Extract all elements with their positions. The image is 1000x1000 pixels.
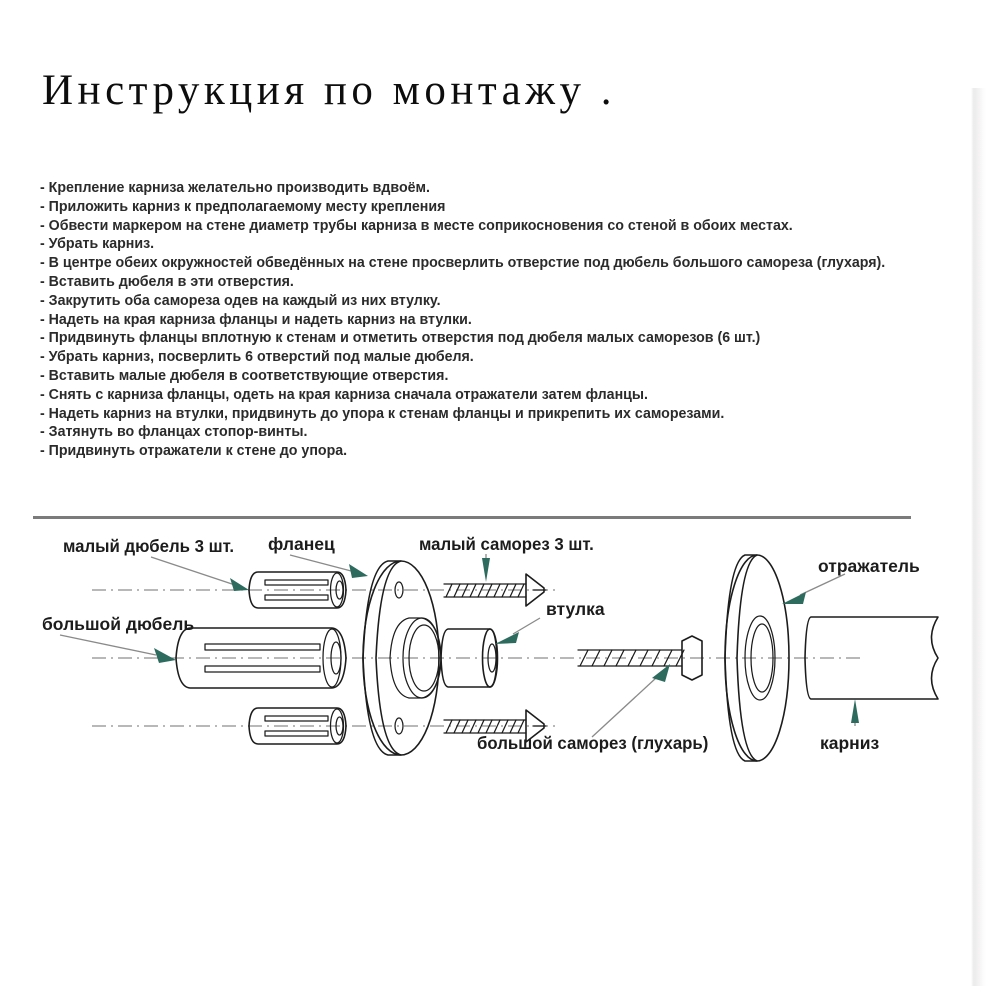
instruction-item: - Вставить малые дюбеля в соответствующи…	[40, 366, 449, 384]
instruction-item: - Закрутить оба самореза одев на каждый …	[40, 291, 441, 309]
assembly-diagram: малый дюбель 3 шт. фланец малый саморез …	[0, 510, 1000, 810]
label-flange: фланец	[268, 534, 335, 554]
instruction-item: - Приложить карниз к предполагаемому мес…	[40, 197, 446, 215]
leader-reflector	[799, 573, 846, 596]
section-divider	[33, 516, 911, 519]
arrowhead-big-dowel	[154, 648, 176, 663]
instruction-item: - Снять с карниза фланцы, одеть на края …	[40, 385, 648, 403]
instruction-item: - Надеть карниз на втулки, придвинуть до…	[40, 404, 725, 422]
arrowhead-curtain-rod	[851, 699, 859, 723]
bushing	[440, 628, 499, 688]
instruction-item: - Вставить дюбеля в эти отверстия.	[40, 272, 294, 290]
instruction-item: - Убрать карниз, посверлить 6 отверстий …	[40, 348, 474, 366]
label-curtain-rod: карниз	[820, 733, 880, 753]
reflector	[724, 554, 790, 762]
label-bushing: втулка	[546, 599, 605, 619]
leader-big-screw	[591, 677, 657, 738]
arrowhead-flange	[349, 564, 368, 578]
curtain-rod	[804, 616, 939, 700]
instruction-item: - В центре обеих окружностей обведённых …	[40, 254, 886, 272]
small-screw-bottom	[443, 709, 547, 743]
big-dowel	[175, 627, 347, 689]
leader-small-dowel	[150, 556, 239, 587]
instruction-item: - Затянуть во фланцах стопор-винты.	[40, 423, 308, 441]
instruction-item: - Надеть на края карниза фланцы и надеть…	[40, 310, 472, 328]
leader-flange	[289, 554, 356, 573]
small-dowel-top	[248, 571, 347, 609]
instruction-item: - Придвинуть фланцы вплотную к стенам и …	[40, 329, 761, 347]
arrowhead-big-screw	[652, 664, 670, 682]
big-screw	[577, 635, 703, 681]
leader-big-dowel	[59, 634, 157, 656]
label-small-screw: малый саморез 3 шт.	[419, 534, 594, 554]
instruction-item: - Крепление карниза желательно производи…	[40, 179, 430, 196]
page-edge-shadow	[971, 88, 986, 986]
arrowhead-reflector	[782, 592, 806, 604]
arrowhead-small-dowel	[230, 578, 249, 591]
arrowhead-small-screw	[482, 558, 490, 582]
label-small-dowel: малый дюбель 3 шт.	[63, 536, 234, 556]
small-screw-top	[443, 573, 547, 607]
small-dowel-bottom	[248, 707, 347, 745]
instruction-item: - Убрать карниз.	[40, 235, 155, 253]
instruction-list: - Крепление карниза желательно производи…	[40, 179, 960, 461]
label-reflector: отражатель	[818, 556, 920, 576]
instruction-item: - Обвести маркером на стене диаметр труб…	[40, 216, 793, 234]
arrowhead-bushing	[495, 632, 519, 644]
flange	[362, 560, 442, 756]
label-big-screw: большой саморез (глухарь)	[477, 733, 708, 753]
leader-bushing	[512, 617, 541, 635]
page-title: Инструкция по монтажу .	[42, 67, 616, 114]
instruction-item: - Придвинуть отражатели к стене до упора…	[40, 442, 348, 460]
label-big-dowel: большой дюбель	[42, 614, 194, 634]
